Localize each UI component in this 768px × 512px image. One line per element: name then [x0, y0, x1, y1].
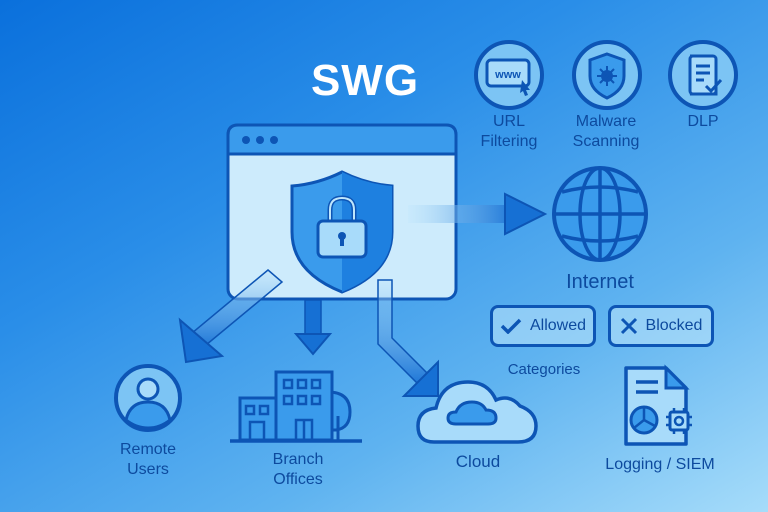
label-line: Scanning	[572, 133, 640, 150]
user-icon	[114, 364, 182, 432]
cloud-label: Cloud	[455, 452, 501, 471]
internet-label: Internet	[566, 271, 634, 293]
building-icon	[230, 370, 362, 443]
cloud-icon	[416, 380, 538, 444]
label-line: Malware	[575, 113, 637, 130]
arrow-to-cloud	[377, 279, 439, 397]
categories-label: Categories	[507, 361, 581, 378]
remote-users-label: Remote Users	[100, 440, 196, 480]
blocked-badge[interactable]: Blocked	[608, 305, 714, 347]
log-report-icon	[624, 364, 692, 446]
feature-label-dlp: DLP	[668, 112, 738, 132]
feature-label-url-filtering: URL Filtering	[468, 112, 550, 152]
x-icon	[620, 317, 637, 335]
allowed-label: Allowed	[529, 317, 587, 334]
feature-label-malware-scanning: Malware Scanning	[560, 112, 652, 152]
label-line: Users	[127, 461, 169, 478]
branch-offices-label: Branch Offices	[248, 450, 348, 490]
label-line: Offices	[273, 471, 323, 488]
dlp-icon	[668, 40, 738, 110]
check-icon	[500, 318, 522, 334]
label-line: Remote	[119, 441, 177, 458]
logging-siem-label: Logging / SIEM	[605, 456, 715, 473]
svg-text:www: www	[494, 69, 521, 81]
allowed-badge[interactable]: Allowed	[490, 305, 596, 347]
label-line: DLP	[687, 113, 719, 130]
url-filtering-icon: www	[474, 40, 544, 110]
label-line: URL	[492, 113, 525, 130]
malware-scanning-icon	[572, 40, 642, 110]
label-line: Filtering	[480, 133, 538, 150]
shield-lock-icon	[290, 170, 394, 294]
diagram-title: SWG	[310, 56, 420, 105]
blocked-label: Blocked	[645, 317, 703, 334]
arrow-to-branch-offices	[293, 299, 333, 356]
label-line: Branch	[272, 451, 324, 468]
arrow-to-internet	[408, 192, 548, 236]
arrow-to-remote-users	[178, 269, 284, 364]
globe-icon	[552, 166, 648, 262]
